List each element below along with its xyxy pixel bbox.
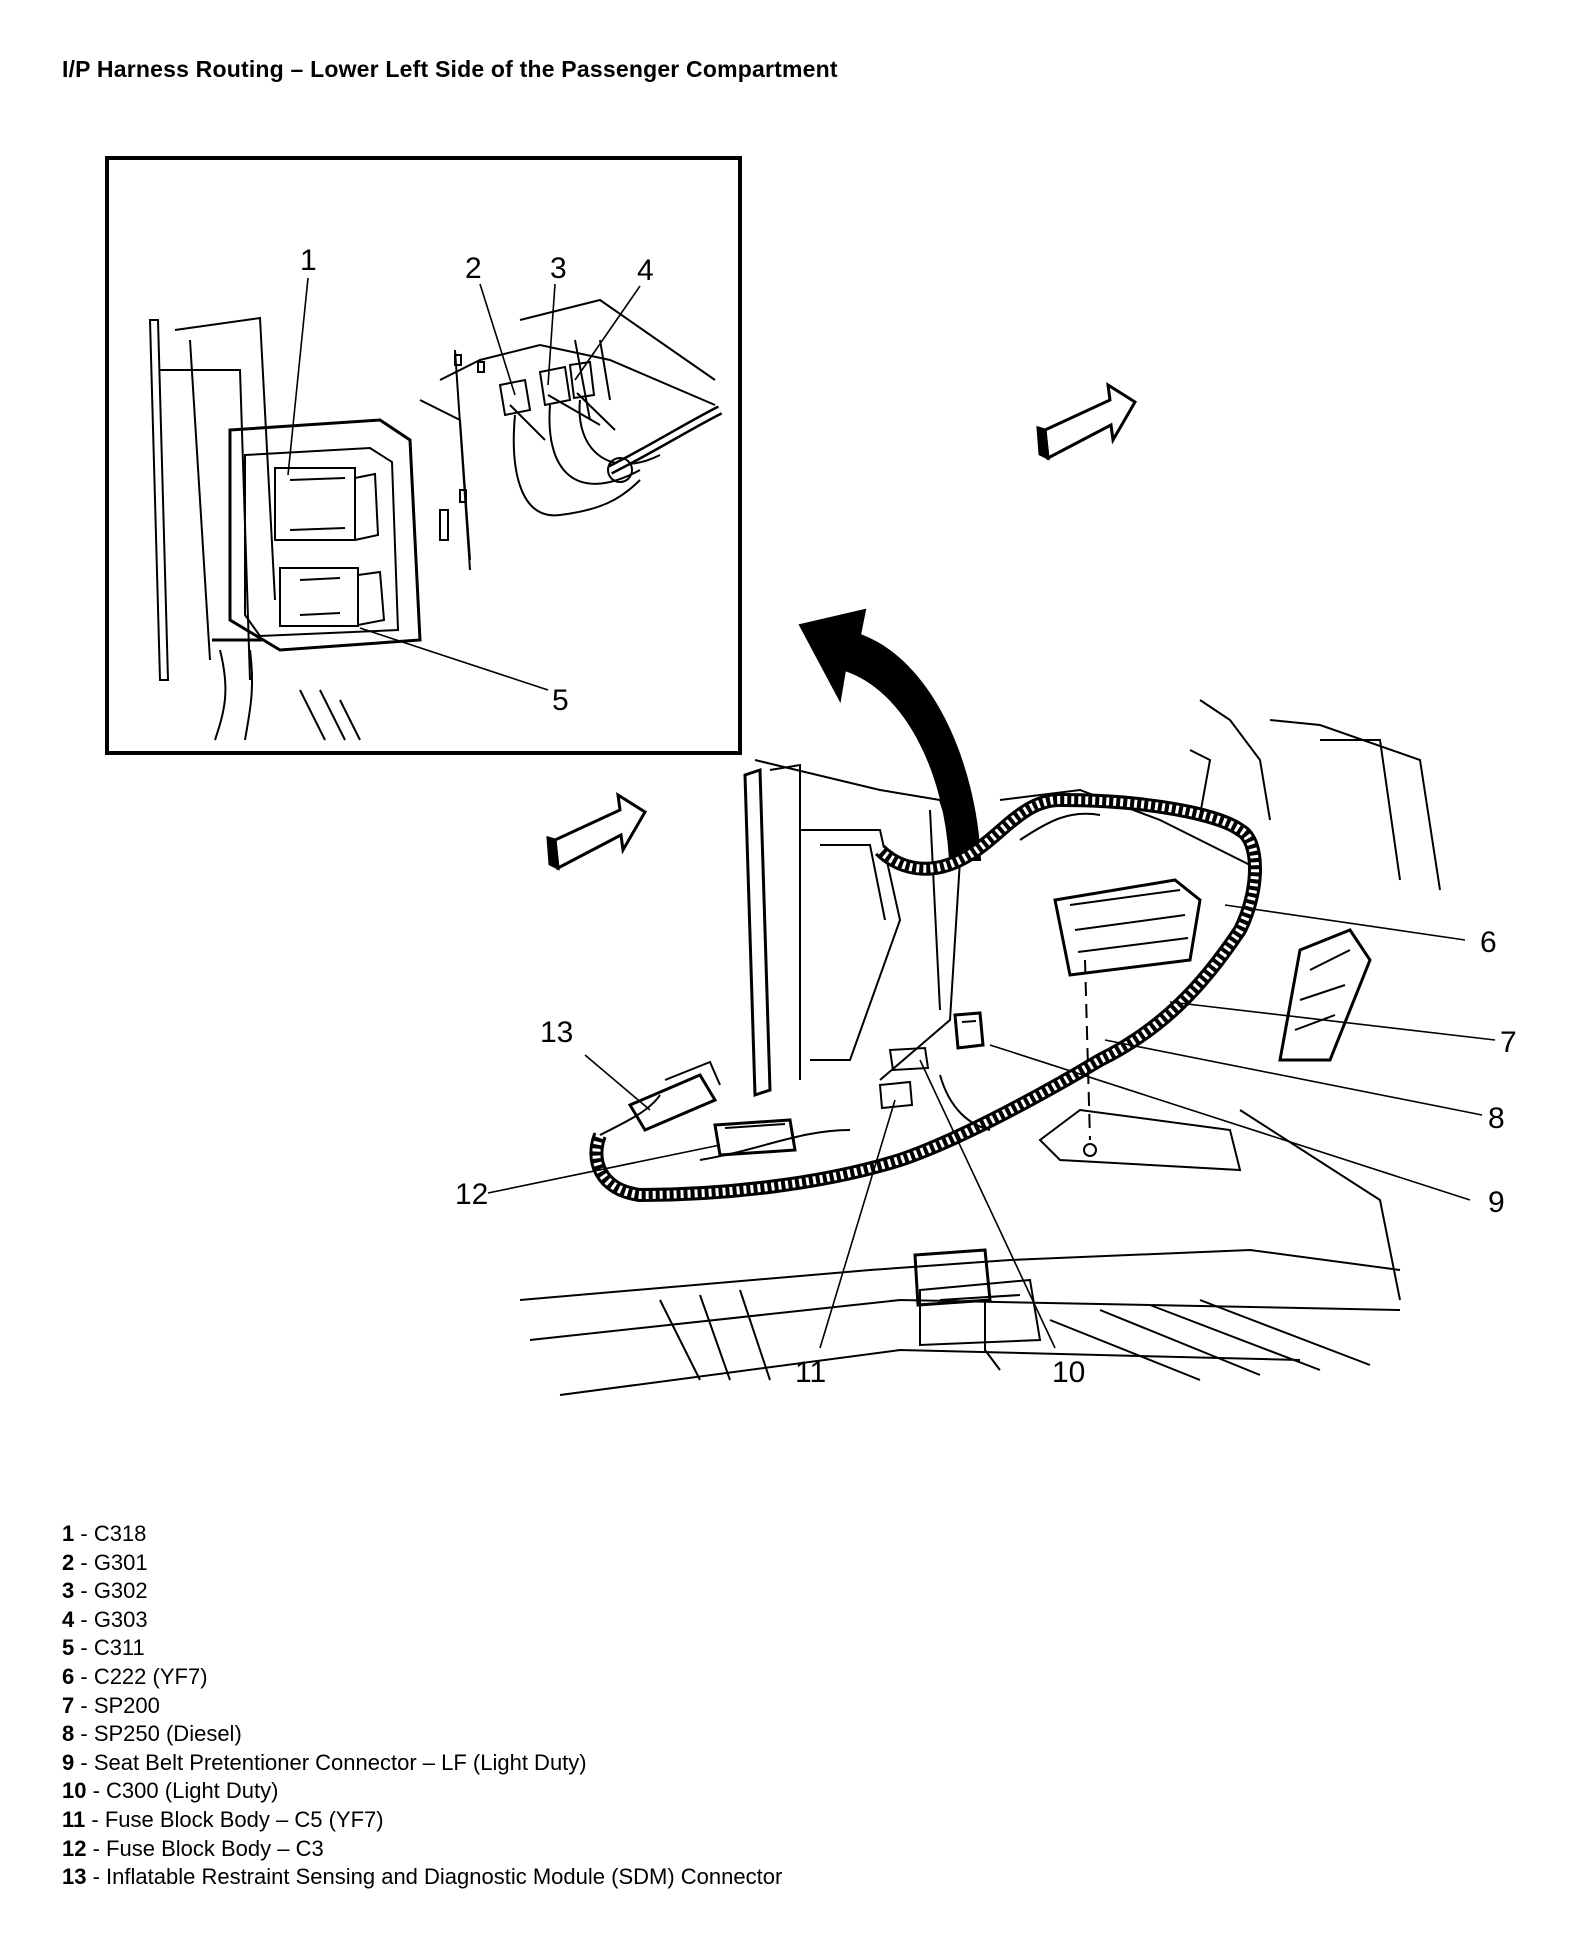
legend-item: 9 - Seat Belt Pretentioner Connector – L… bbox=[62, 1749, 587, 1775]
legend-number: 2 bbox=[62, 1549, 75, 1575]
callout-12: 12 bbox=[455, 1178, 488, 1211]
legend-item: 8 - SP250 (Diesel) bbox=[62, 1721, 242, 1747]
legend-item: 13 - Inflatable Restraint Sensing and Di… bbox=[62, 1864, 783, 1890]
callout-legend: 1 - C318 2 - G301 3 - G302 4 - G303 5 - … bbox=[62, 1520, 782, 1892]
callout-7: 7 bbox=[1500, 1026, 1517, 1059]
legend-text: SP250 (Diesel) bbox=[93, 1721, 242, 1747]
legend-item: 12 - Fuse Block Body – C3 bbox=[62, 1835, 324, 1861]
legend-number: 12 bbox=[62, 1835, 87, 1861]
legend-number: 3 bbox=[62, 1578, 75, 1604]
main-harness-bundle bbox=[589, 792, 1262, 1203]
direction-arrow-upper bbox=[1036, 382, 1138, 461]
inset-fuse-block-illustration bbox=[148, 298, 723, 741]
legend-text: Seat Belt Pretentioner Connector – LF (L… bbox=[93, 1749, 587, 1775]
page-title: I/P Harness Routing – Lower Left Side of… bbox=[62, 56, 838, 82]
legend-item: 11 - Fuse Block Body – C5 (YF7) bbox=[62, 1806, 384, 1832]
legend-item: 5 - C311 bbox=[62, 1635, 145, 1661]
direction-arrow-lower bbox=[546, 792, 648, 871]
callout-5: 5 bbox=[552, 684, 569, 717]
legend-number: 8 bbox=[62, 1721, 75, 1747]
legend-text: C222 (YF7) bbox=[93, 1663, 208, 1689]
callout-13: 13 bbox=[540, 1016, 573, 1049]
callout-3: 3 bbox=[550, 252, 567, 285]
legend-text: Inflatable Restraint Sensing and Diagnos… bbox=[106, 1864, 783, 1890]
legend-text: C318 bbox=[93, 1521, 147, 1546]
legend-number: 4 bbox=[62, 1606, 75, 1632]
legend-number: 11 bbox=[62, 1806, 86, 1832]
legend-item: 7 - SP200 bbox=[62, 1692, 160, 1718]
callout-leaders bbox=[287, 277, 1496, 1349]
legend-item: 4 - G303 bbox=[62, 1606, 148, 1632]
legend-number: 10 bbox=[62, 1778, 87, 1804]
callout-10: 10 bbox=[1052, 1356, 1085, 1389]
legend-number: 13 bbox=[62, 1864, 87, 1890]
legend-number: 7 bbox=[62, 1692, 75, 1718]
legend-text: C311 bbox=[93, 1635, 145, 1661]
detail-inset-frame bbox=[105, 156, 742, 755]
callout-11: 11 bbox=[795, 1356, 826, 1389]
legend-item: 10 - C300 (Light Duty) bbox=[62, 1778, 279, 1804]
legend-item: 2 - G301 bbox=[62, 1549, 148, 1575]
legend-text: G301 bbox=[93, 1549, 148, 1575]
legend-text: G303 bbox=[93, 1606, 148, 1632]
callout-1: 1 bbox=[300, 244, 317, 277]
legend-item: 1 - C318 bbox=[62, 1521, 147, 1546]
legend-item: 6 - C222 (YF7) bbox=[62, 1663, 208, 1689]
legend-number: 9 bbox=[62, 1749, 75, 1775]
legend-number: 5 bbox=[62, 1635, 75, 1661]
legend-number: 1 bbox=[62, 1521, 75, 1546]
harness-routing-diagram: 1 2 3 4 5 6 7 8 9 10 11 12 13 bbox=[105, 156, 1517, 1396]
legend-text: Fuse Block Body – C5 (YF7) bbox=[104, 1806, 384, 1832]
callout-9: 9 bbox=[1488, 1186, 1505, 1219]
legend-text: SP200 bbox=[93, 1692, 160, 1718]
callout-8: 8 bbox=[1488, 1102, 1505, 1135]
legend-number: 6 bbox=[62, 1663, 75, 1689]
callout-6: 6 bbox=[1480, 926, 1497, 959]
legend-text: Fuse Block Body – C3 bbox=[106, 1835, 324, 1861]
callout-2: 2 bbox=[465, 252, 482, 285]
callout-labels: 1 2 3 4 5 6 7 8 9 10 11 12 13 bbox=[300, 244, 1517, 1389]
callout-4: 4 bbox=[637, 254, 654, 287]
legend-item: 3 - G302 bbox=[62, 1578, 148, 1604]
legend-text: C300 (Light Duty) bbox=[106, 1778, 279, 1804]
main-view-illustration bbox=[519, 699, 1441, 1396]
legend-text: G302 bbox=[93, 1578, 148, 1604]
detail-view-arrow bbox=[798, 608, 982, 861]
